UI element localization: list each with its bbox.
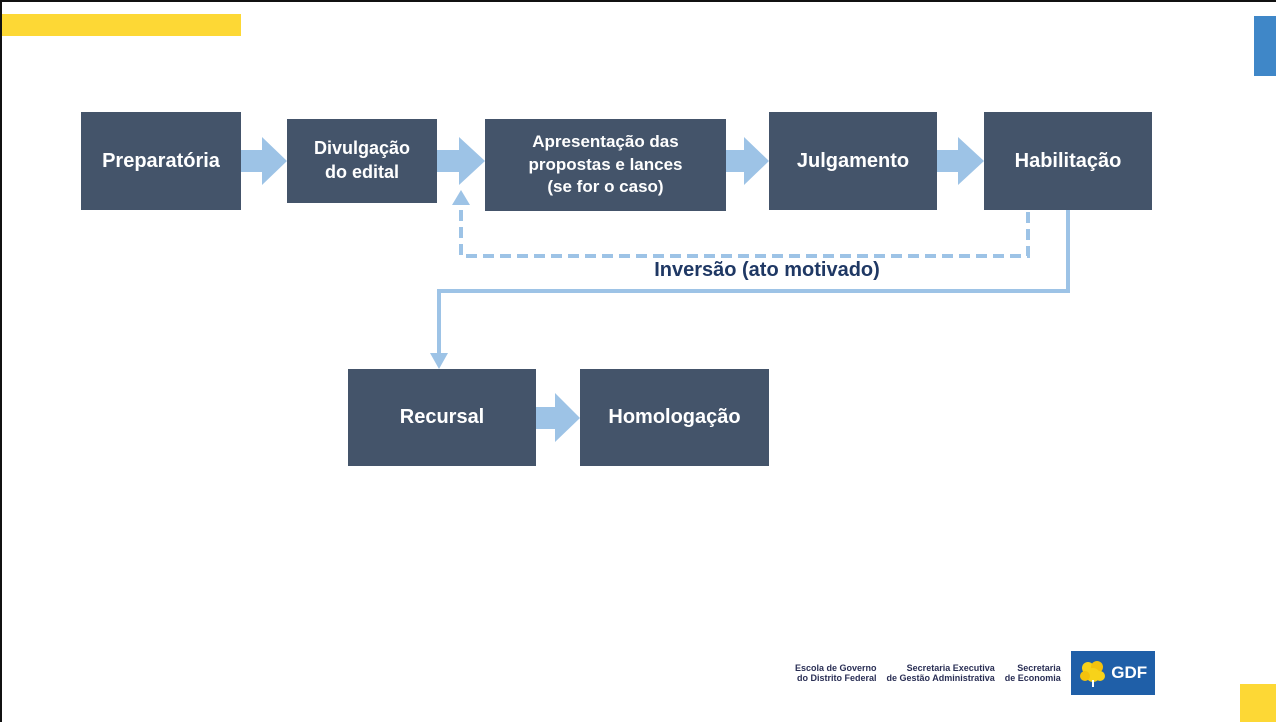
arrow-divulgacao-to-apresentacao [437,137,485,185]
slide-top-border [0,0,1276,2]
ipe-flower-icon [1080,661,1106,687]
inversion-arrowhead [452,190,470,205]
step-preparatoria: Preparatória [81,112,241,210]
step-recursal: Recursal [348,369,536,466]
step-recursal-label: Recursal [399,406,485,429]
inversion-dashed-loop [459,210,1030,258]
escola-governo-logo-text: Escola de Governo do Distrito Federal [795,663,877,684]
step-divulgacao-do-edital: Divulgação do edital [287,119,437,203]
step-homologacao-label: Homologação [608,406,741,429]
step-apresentacao-label-line3: (se for o caso) [547,177,664,197]
arrow-julgamento-to-habilitacao [937,137,984,185]
gdf-logo: GDF [1070,651,1155,695]
arrow-apresentacao-to-julgamento [726,137,769,185]
escola-line2: do Distrito Federal [797,673,877,683]
inversion-label: Inversão (ato motivado) [654,259,880,281]
escola-line1: Escola de Governo [795,662,877,673]
secretaria-economia-logo-text: Secretaria de Economia [1005,663,1061,684]
step-apresentacao-propostas: Apresentação das propostas e lances (se … [485,119,726,211]
blue-accent-bar-right [1254,16,1276,76]
step-homologacao: Homologação [580,369,769,466]
secretaria-exec-line1: Secretaria Executiva [906,662,995,673]
recursal-arrowhead [430,353,448,369]
habilitacao-to-recursal-line [437,205,1070,354]
step-divulgacao-label-line1: Divulgação [313,138,411,159]
step-apresentacao-label-line2: propostas e lances [528,154,683,174]
step-julgamento-label: Julgamento [796,149,910,172]
gdf-logo-text: GDF [1111,663,1148,682]
step-apresentacao-label-line1: Apresentação das [532,132,679,152]
secretaria-eco-line1: Secretaria [1017,662,1061,673]
secretaria-executiva-logo-text: Secretaria Executiva de Gestão Administr… [887,663,995,684]
slide-left-border [0,0,2,722]
footer-logos: Escola de Governo do Distrito Federal Se… [795,651,1155,695]
arrow-recursal-to-homologacao [536,393,580,442]
arrow-preparatoria-to-divulgacao [241,137,287,185]
secretaria-exec-line2: de Gestão Administrativa [886,673,995,683]
secretaria-eco-line2: de Economia [1004,673,1061,683]
step-preparatoria-label: Preparatória [102,149,220,172]
yellow-accent-block-bottom [1240,684,1276,722]
step-julgamento: Julgamento [769,112,937,210]
step-habilitacao: Habilitação [984,112,1152,210]
yellow-accent-bar-top [2,14,241,36]
step-habilitacao-label: Habilitação [1014,149,1122,172]
step-divulgacao-label-line2: do edital [324,162,399,182]
